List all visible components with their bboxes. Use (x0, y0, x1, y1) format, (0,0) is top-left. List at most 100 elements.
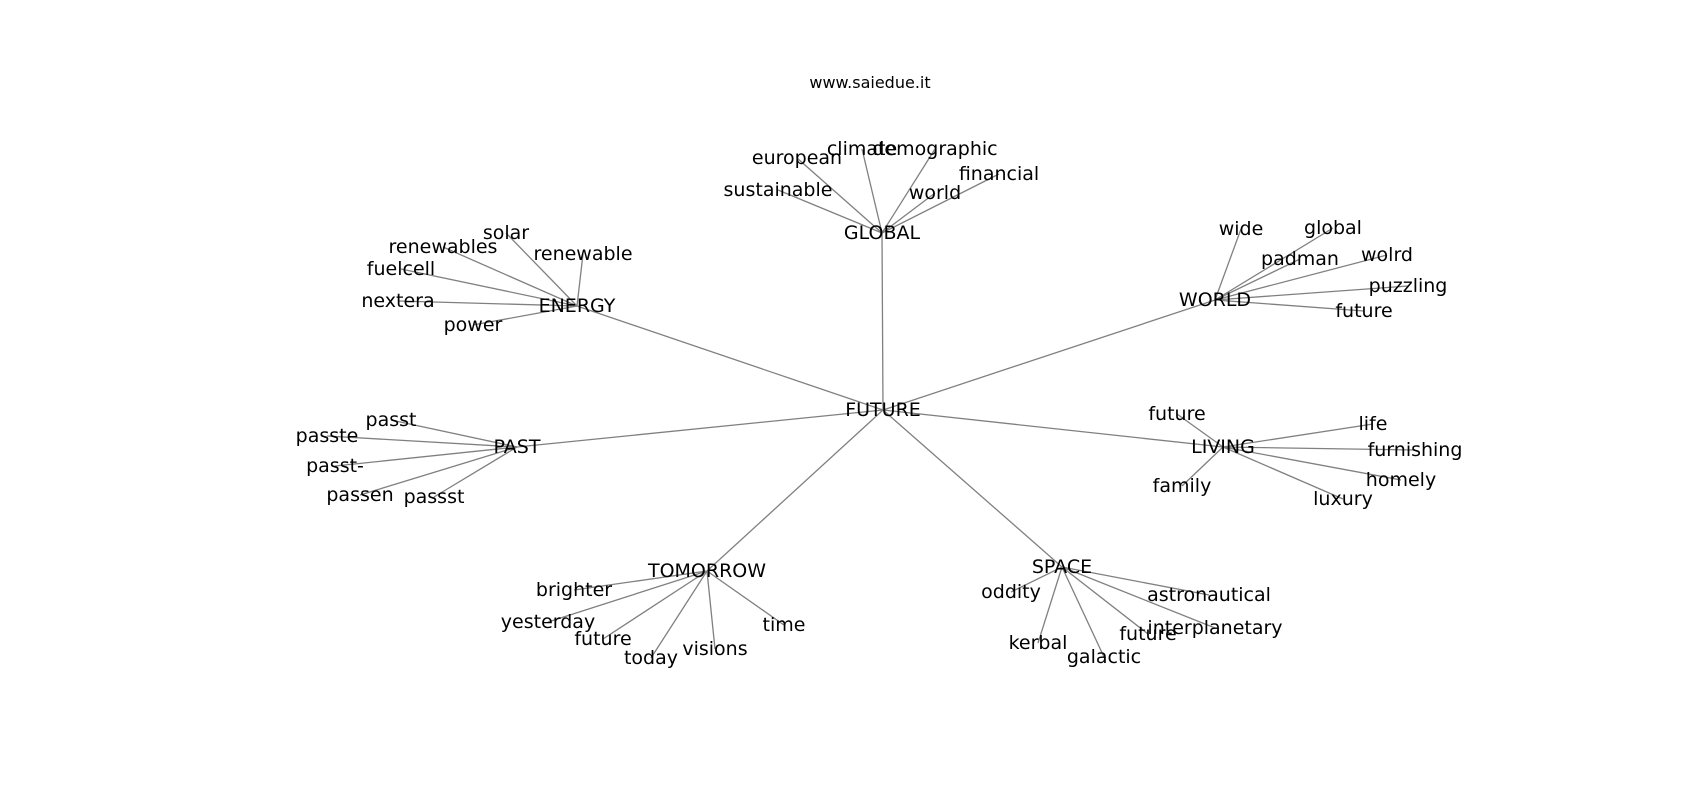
source-url-label: www.saiedue.it (809, 73, 930, 92)
leaf-node-global-climate: climate (827, 138, 897, 160)
edge-world-global (1214, 227, 1334, 301)
edge-living-family (1181, 446, 1224, 487)
edge-energy-power (472, 305, 578, 326)
edge-global-world (881, 192, 936, 234)
edge-tomorrow-brighter (573, 570, 708, 591)
edge-past-passst (433, 446, 518, 498)
hub-node-living: LIVING (1191, 436, 1255, 458)
hub-node-world: WORLD (1179, 289, 1251, 311)
leaf-node-world-wolrd: wolrd (1361, 244, 1413, 266)
leaf-node-energy-nextera: nextera (361, 290, 434, 312)
leaf-node-space-galactic: galactic (1067, 646, 1141, 668)
leaf-node-living-furnishing: furnishing (1368, 439, 1463, 461)
edge-world-future (1214, 299, 1365, 312)
edge-global-sustainable (777, 189, 883, 234)
leaf-node-world-future: future (1335, 300, 1392, 322)
edge-space-galactic (1061, 566, 1105, 658)
edge-tomorrow-visions (706, 570, 716, 650)
edge-space-oddity (1010, 566, 1063, 593)
edge-future-global (881, 232, 884, 411)
leaf-node-global-demographic: demographic (872, 138, 997, 160)
leaf-node-global-sustainable: sustainable (724, 179, 833, 201)
leaf-node-living-future: future (1148, 403, 1205, 425)
leaf-node-living-family: family (1153, 475, 1212, 497)
edge-future-space (882, 409, 1063, 568)
leaf-node-energy-fuelcell: fuelcell (367, 258, 435, 280)
edge-space-interplanetary (1061, 566, 1216, 629)
leaf-node-tomorrow-today: today (624, 647, 678, 669)
leaf-node-world-wide: wide (1219, 218, 1264, 240)
leaf-node-space-oddity: oddity (981, 581, 1041, 603)
edge-world-wolrd (1214, 254, 1388, 301)
leaf-node-past-passt: passt (366, 409, 417, 431)
edge-energy-renewable (576, 253, 584, 307)
leaf-node-energy-solar: solar (483, 222, 529, 244)
edge-world-wide (1214, 228, 1242, 301)
leaf-node-space-astronautical: astronautical (1147, 584, 1271, 606)
leaf-node-space-kerbal: kerbal (1009, 632, 1068, 654)
edge-energy-renewables (442, 246, 578, 307)
edge-future-world (882, 299, 1216, 411)
leaf-node-past-passen: passen (326, 484, 393, 506)
edge-past-passen (359, 446, 518, 496)
leaf-node-past-passt: passt- (306, 455, 364, 477)
leaf-node-tomorrow-time: time (763, 614, 806, 636)
edge-global-demographic (881, 148, 936, 234)
leaf-node-tomorrow-visions: visions (682, 638, 747, 660)
edge-living-future (1176, 413, 1224, 448)
hub-node-energy: ENERGY (539, 295, 616, 317)
edge-global-financial (881, 173, 1000, 234)
edge-energy-nextera (397, 300, 578, 307)
leaf-node-world-puzzling: puzzling (1369, 275, 1448, 297)
leaf-node-world-global: global (1304, 217, 1362, 239)
leaf-node-past-passte: passte (296, 425, 359, 447)
edge-living-luxury (1222, 446, 1344, 500)
leaf-node-energy-renewable: renewable (533, 243, 632, 265)
leaf-node-global-world: world (909, 182, 961, 204)
leaf-node-living-luxury: luxury (1313, 488, 1373, 510)
leaf-node-energy-renewables: renewables (389, 236, 498, 258)
edge-future-living (882, 409, 1224, 448)
edge-past-passt (390, 419, 518, 448)
edge-future-past (516, 409, 884, 448)
center-node-label: FUTURE (845, 399, 921, 421)
edge-space-astronautical (1061, 566, 1210, 596)
leaf-node-energy-power: power (444, 314, 503, 336)
edge-tomorrow-time (706, 570, 785, 626)
hub-node-tomorrow: TOMORROW (647, 560, 766, 582)
hub-node-space: SPACE (1032, 556, 1092, 578)
leaf-node-tomorrow-future: future (574, 628, 631, 650)
leaf-node-past-passst: passst (404, 486, 465, 508)
edge-tomorrow-future (602, 570, 708, 640)
edge-past-passte (326, 435, 518, 448)
edge-energy-fuelcell (400, 268, 578, 307)
edge-global-climate (861, 148, 883, 234)
edge-tomorrow-yesterday (547, 570, 708, 623)
hub-node-global: GLOBAL (844, 222, 921, 244)
edge-living-life (1222, 423, 1374, 448)
leaf-node-space-interplanetary: interplanetary (1147, 617, 1282, 639)
leaf-node-global-financial: financial (959, 163, 1039, 185)
edge-future-energy (576, 305, 884, 411)
edge-tomorrow-today (650, 570, 708, 659)
edge-world-padman (1214, 258, 1301, 301)
leaf-node-living-life: life (1359, 413, 1388, 435)
leaf-node-tomorrow-brighter: brighter (536, 579, 612, 601)
edge-past-passt (334, 446, 518, 467)
edge-global-european (796, 157, 883, 234)
edge-living-furnishing (1222, 446, 1416, 451)
leaf-node-tomorrow-yesterday: yesterday (501, 611, 595, 633)
leaf-node-space-future: future (1119, 623, 1176, 645)
hub-node-past: PAST (494, 436, 541, 458)
edge-space-kerbal (1037, 566, 1063, 644)
leaf-node-global-european: european (752, 147, 842, 169)
edge-space-future (1061, 566, 1149, 635)
edge-world-puzzling (1214, 285, 1409, 301)
edge-living-homely (1222, 446, 1402, 481)
leaf-node-living-homely: homely (1366, 469, 1436, 491)
edge-energy-solar (505, 232, 578, 307)
edge-future-tomorrow (706, 409, 884, 572)
leaf-node-world-padman: padman (1261, 248, 1339, 270)
